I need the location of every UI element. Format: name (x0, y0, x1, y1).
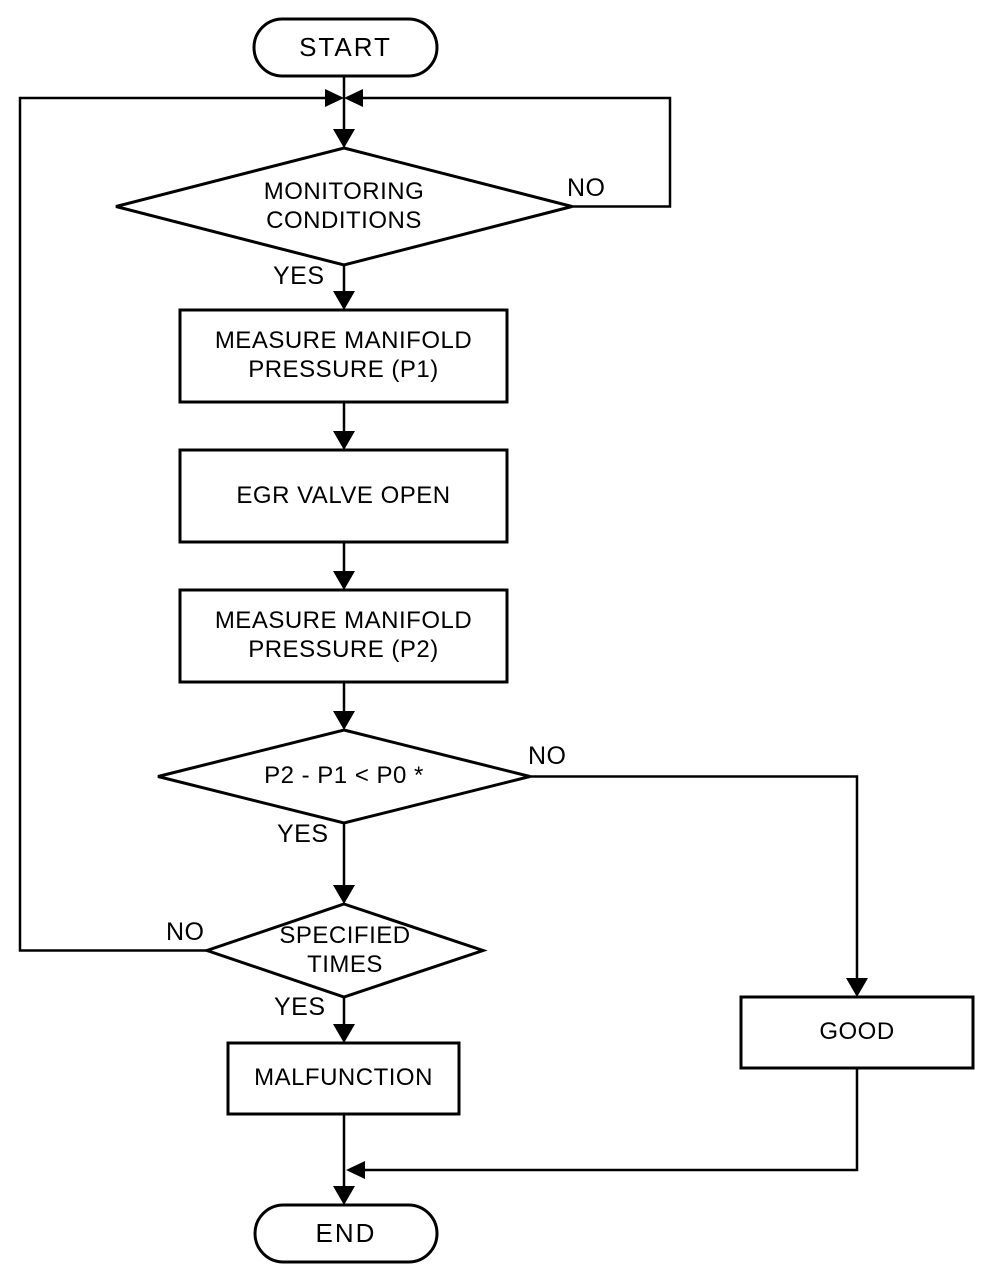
pressure-check-label: P2 - P1 < P0 * (264, 762, 424, 790)
edge-specified-no-rail (18, 96, 330, 952)
malfunction-shape (226, 1041, 461, 1116)
good-label: GOOD (819, 1018, 895, 1046)
arrowhead-into-pressure-check (333, 711, 355, 730)
arrowhead-into-monitoring (333, 129, 355, 148)
specified-times-shape (202, 902, 488, 999)
good-shape (739, 995, 975, 1070)
measure-p1-shape (178, 308, 509, 404)
arrowhead-into-specified-times (333, 885, 355, 904)
egr-valve-open-label: EGR VALVE OPEN (236, 481, 451, 509)
specified-no-label: NO (166, 918, 205, 946)
pressure-no-label: NO (528, 742, 567, 770)
pressure-yes-label: YES (277, 820, 329, 848)
end-node-label: END (315, 1217, 377, 1248)
start-node-label: START (299, 31, 392, 62)
monitoring-no-label: NO (567, 174, 606, 202)
monitoring-conditions-label: MONITORING CONDITIONS (263, 177, 425, 234)
edge-monitoring-no-rail (358, 96, 672, 208)
specified-times-label: SPECIFIED TIMES (279, 921, 411, 978)
pressure-check-shape (157, 728, 531, 825)
start-node-shape (252, 17, 439, 78)
monitoring-conditions-shape (115, 146, 573, 267)
egr-valve-open-shape (178, 448, 509, 544)
monitoring-yes-label: YES (273, 262, 325, 290)
arrowhead-into-good (846, 978, 868, 997)
measure-p2-label: MEASURE MANIFOLD PRESSURE (P2) (214, 607, 473, 663)
arrowhead-into-end (333, 1186, 355, 1205)
edge-good-merge-rail (349, 1068, 859, 1172)
edge-pressure-no-rail (530, 775, 859, 994)
measure-p1-label: MEASURE MANIFOLD PRESSURE (P1) (214, 327, 473, 383)
arrowhead-into-measure-p2 (333, 571, 355, 590)
arrowhead-into-egr (333, 431, 355, 450)
end-node-shape (253, 1203, 439, 1264)
arrowhead-junction-right (325, 89, 344, 107)
arrowhead-into-measure-p1 (333, 291, 355, 310)
specified-yes-label: YES (274, 993, 326, 1021)
arrowhead-junction-left (344, 89, 363, 107)
arrowhead-good-merge (346, 1161, 365, 1179)
arrowhead-into-malfunction (333, 1024, 355, 1043)
measure-p2-shape (178, 588, 509, 684)
malfunction-label: MALFUNCTION (254, 1064, 433, 1092)
